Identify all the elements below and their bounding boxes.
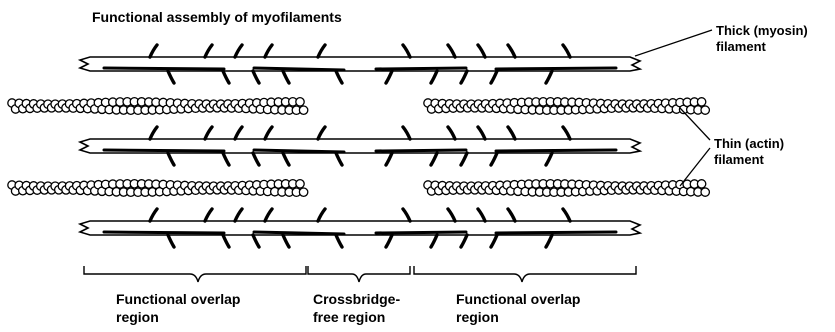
myosin-head <box>265 127 272 139</box>
thin-filament-right-1 <box>424 98 710 115</box>
myosin-head <box>563 209 570 221</box>
myosin-head <box>546 235 552 247</box>
myosin-head <box>546 153 552 165</box>
myosin-head <box>205 209 212 221</box>
myosin-head <box>431 71 437 83</box>
myosin-head <box>318 209 325 221</box>
myosin-head <box>253 235 259 247</box>
myosin-head <box>318 45 325 57</box>
myosin-head <box>508 209 515 221</box>
thick-filament-3 <box>80 209 640 247</box>
region-label-left-line1: Functional overlap <box>116 291 240 307</box>
thick-filament-2 <box>80 127 640 165</box>
myosin-head <box>563 45 570 57</box>
region-label-left-line2: region <box>116 309 159 325</box>
myosin-head <box>336 71 342 83</box>
myosin-head <box>403 45 410 57</box>
myosin-head <box>283 153 289 165</box>
myosin-head <box>386 71 392 83</box>
actin-bead <box>701 188 709 196</box>
myosin-head <box>336 153 342 165</box>
region-bracket-left <box>84 266 306 282</box>
region-label-middle-line1: Crossbridge- <box>313 291 400 307</box>
myosin-head <box>478 45 485 57</box>
thick-label-pointer <box>635 30 712 56</box>
myosin-head <box>223 153 229 165</box>
myosin-head <box>150 127 157 139</box>
myosin-head <box>235 209 242 221</box>
myosin-head <box>318 127 325 139</box>
diagram-title: Functional assembly of myofilaments <box>92 9 342 25</box>
actin-bead <box>697 180 705 188</box>
thin-filament-left-2 <box>8 180 308 197</box>
thin-label-line2: filament <box>714 152 765 167</box>
myosin-head <box>431 235 437 247</box>
myosin-head <box>235 127 242 139</box>
myosin-head <box>491 71 497 83</box>
myosin-head <box>205 45 212 57</box>
myosin-head <box>491 235 497 247</box>
myosin-head <box>168 71 174 83</box>
myosin-head <box>461 71 467 83</box>
region-label-right-line1: Functional overlap <box>456 291 580 307</box>
myosin-head <box>265 45 272 57</box>
myosin-head <box>205 127 212 139</box>
region-label-right-line2: region <box>456 309 499 325</box>
myosin-head <box>150 45 157 57</box>
thin-filament-left-1 <box>8 98 308 115</box>
myosin-head <box>546 71 552 83</box>
myosin-head <box>150 209 157 221</box>
myosin-head <box>461 153 467 165</box>
actin-bead <box>701 106 709 114</box>
actin-bead <box>697 98 705 106</box>
thick-label-line1: Thick (myosin) <box>716 23 808 38</box>
myosin-head <box>491 153 497 165</box>
myosin-head <box>478 127 485 139</box>
actin-bead <box>296 180 304 188</box>
myosin-head <box>508 127 515 139</box>
myosin-head <box>253 71 259 83</box>
myosin-head <box>563 127 570 139</box>
myosin-head <box>386 153 392 165</box>
myosin-head <box>283 235 289 247</box>
region-label-middle-line2: free region <box>313 309 385 325</box>
myosin-head <box>223 235 229 247</box>
myosin-head <box>283 71 289 83</box>
region-bracket-middle <box>308 266 410 282</box>
myosin-head <box>508 45 515 57</box>
actin-bead <box>296 98 304 106</box>
myosin-head <box>386 235 392 247</box>
thick-filament-1 <box>80 45 640 83</box>
myosin-head <box>168 153 174 165</box>
myosin-head <box>168 235 174 247</box>
myosin-head <box>265 209 272 221</box>
myosin-head <box>253 153 259 165</box>
thin-label-line1: Thin (actin) <box>714 136 784 151</box>
myosin-head <box>336 235 342 247</box>
thick-label-line2: filament <box>716 39 767 54</box>
myosin-head <box>403 209 410 221</box>
actin-bead <box>299 188 307 196</box>
myosin-head <box>478 209 485 221</box>
thin-filament-right-2 <box>424 180 710 197</box>
myosin-head <box>448 209 455 221</box>
myosin-head <box>403 127 410 139</box>
myosin-head <box>223 71 229 83</box>
thin-filament-row-1 <box>8 98 710 115</box>
region-bracket-right <box>414 266 636 282</box>
myosin-head <box>448 127 455 139</box>
actin-bead <box>299 106 307 114</box>
myosin-head <box>235 45 242 57</box>
thin-filament-row-2 <box>8 180 710 197</box>
myosin-head <box>448 45 455 57</box>
myosin-head <box>431 153 437 165</box>
myosin-head <box>461 235 467 247</box>
